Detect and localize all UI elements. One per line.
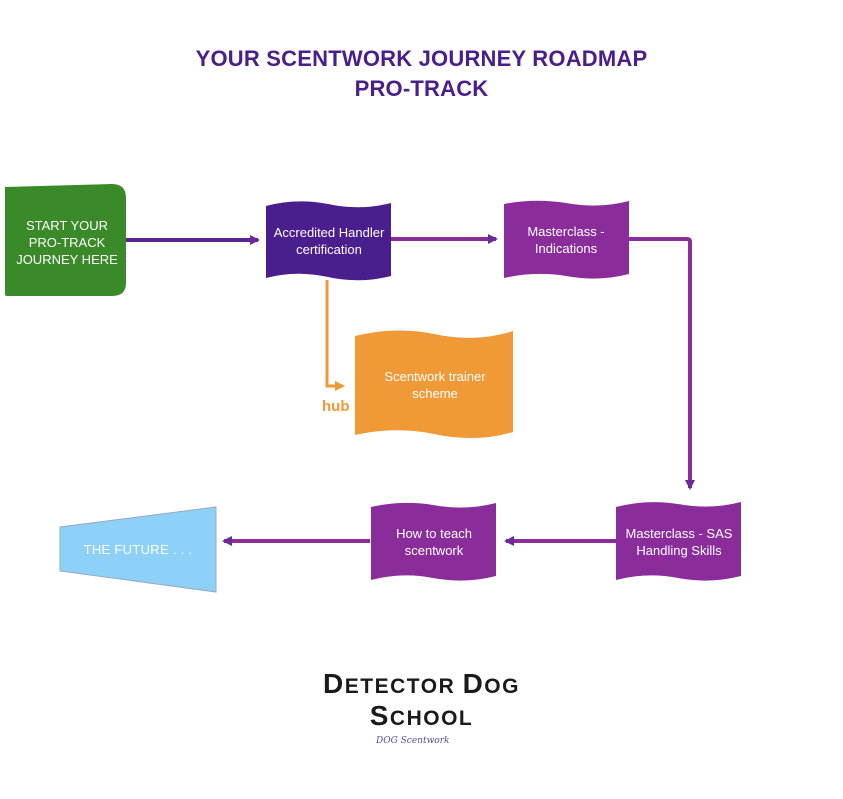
hub-edge-label: hub xyxy=(322,398,350,415)
sas-node xyxy=(616,502,741,581)
logo-s: S xyxy=(369,700,390,731)
logo-etect: ETECT xyxy=(344,675,421,698)
logo-chool: CHOOL xyxy=(389,707,474,730)
edge-accredited-to-trainer xyxy=(325,280,345,391)
teach-node-label: How to teach scentwork xyxy=(396,526,472,558)
accredited-node-label: Accredited Handler certification xyxy=(273,225,385,257)
logo-mini-mark: DOG Scentwork xyxy=(376,736,450,746)
title-line-1: YOUR SCENTWORK JOURNEY ROADMAP xyxy=(195,46,648,71)
start-node-label: START YOUR PRO-TRACK JOURNEY HERE xyxy=(16,217,118,267)
logo-og: OG xyxy=(484,675,520,698)
logo-line-2: SCHOOL xyxy=(0,700,843,732)
sas-node-label: Masterclass - SAS Handling Skills xyxy=(625,526,733,558)
trainer-scheme-node xyxy=(355,330,513,439)
logo-d2: D xyxy=(462,668,485,699)
logo-d1: D xyxy=(323,668,345,699)
indications-node-label: Masterclass - Indications xyxy=(527,224,605,256)
title-line-2: PRO-TRACK xyxy=(354,76,489,101)
trainer-scheme-node-label: Scentwork trainer scheme xyxy=(384,369,486,401)
indications-node xyxy=(504,200,629,279)
future-node xyxy=(59,506,217,593)
start-node xyxy=(5,184,126,296)
logo-o-eye: O xyxy=(420,675,439,698)
edge-indications-to-sas xyxy=(629,237,695,490)
accredited-node xyxy=(266,201,391,281)
future-node-label: THE FUTURE . . . xyxy=(83,541,193,557)
teach-node xyxy=(371,502,496,581)
logo-r: R xyxy=(438,675,463,698)
logo-line-1: DETECTOR DOG xyxy=(0,668,843,700)
